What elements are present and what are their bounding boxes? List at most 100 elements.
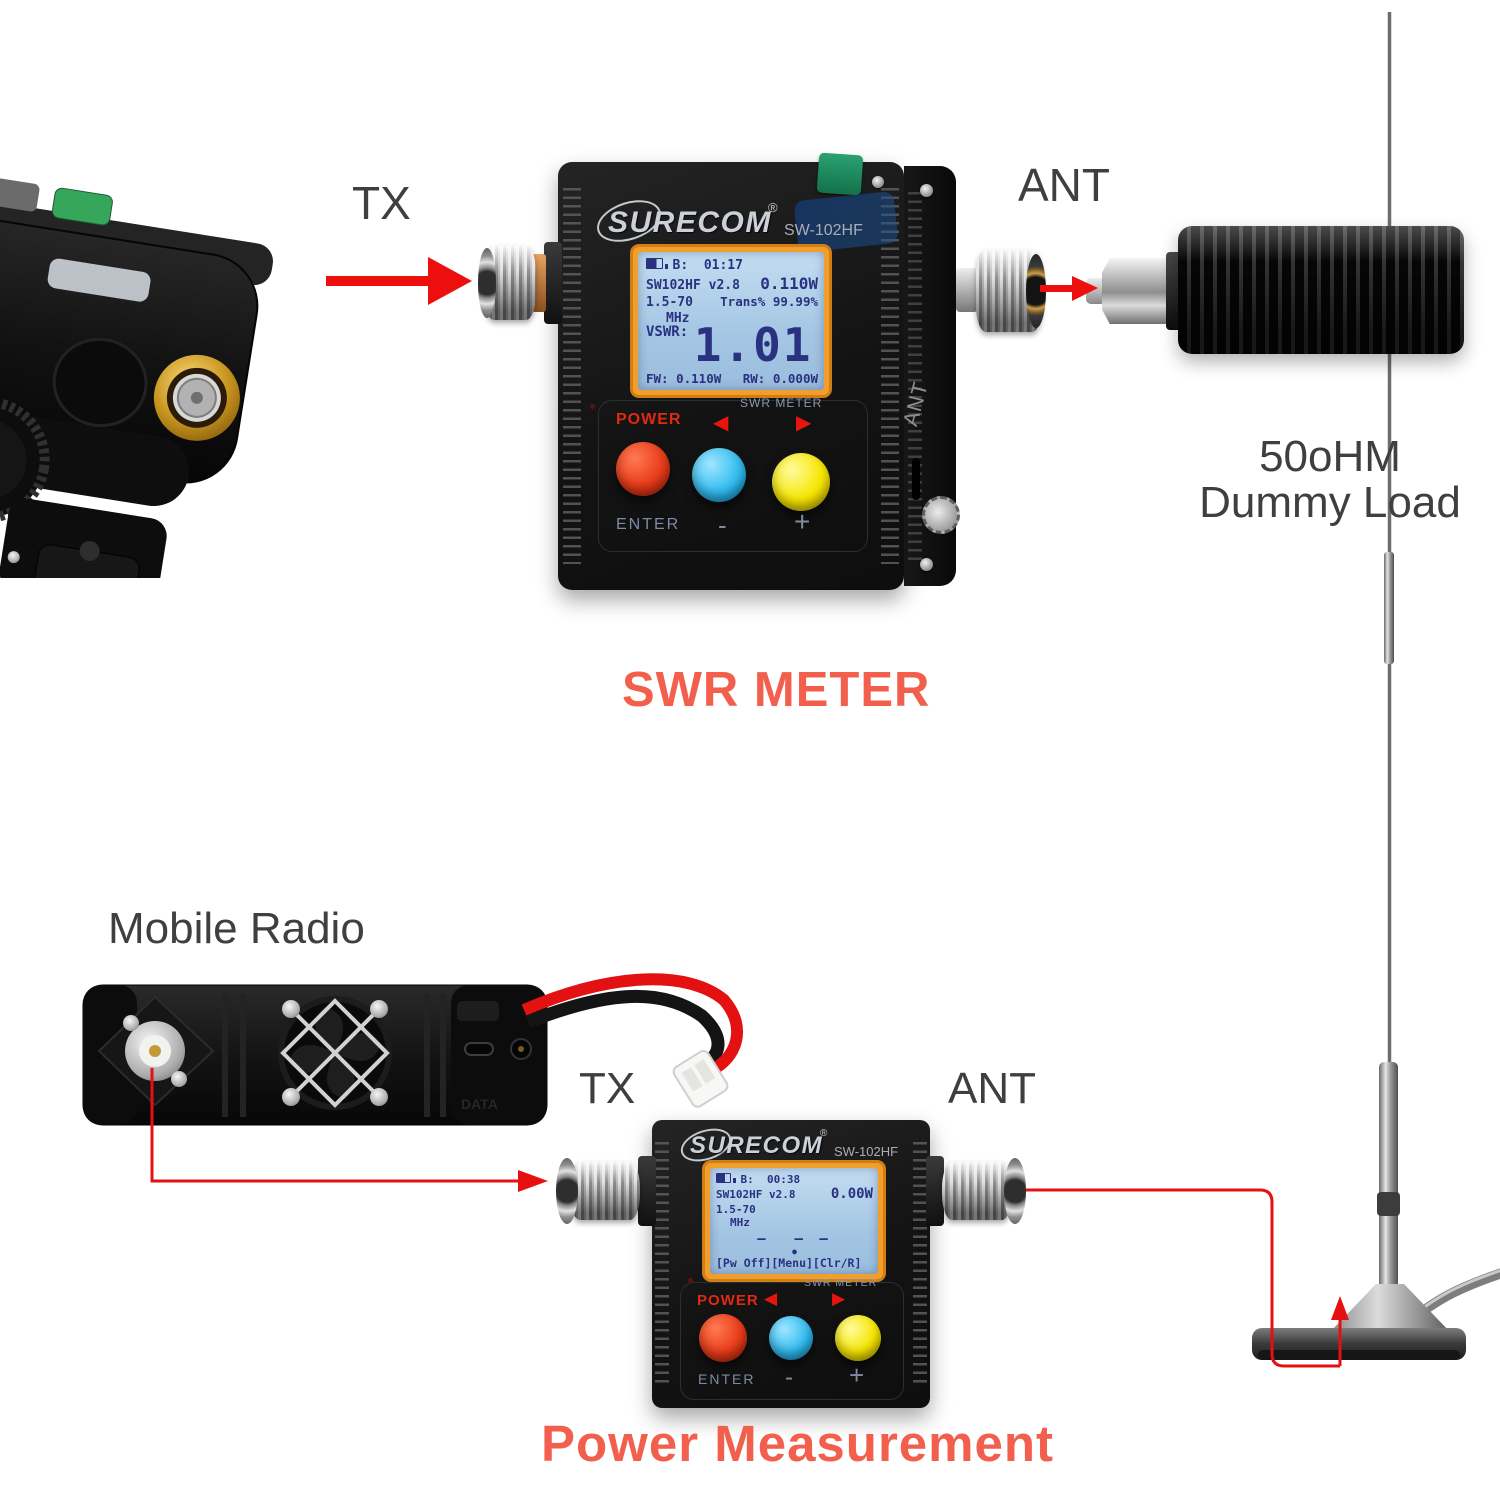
lcd-screen-bottom: B: 00:38 SW102HF v2.8 0.00W 1.5-70 MHz —… <box>710 1168 878 1274</box>
lcd-firmware: SW102HF v2.8 <box>646 277 740 293</box>
next-arrow-icon: ▶ <box>796 410 812 434</box>
lcd-mhz-bottom: MHz <box>730 1216 750 1230</box>
swr-meter-top: SURECOM ® SW-102HF B: 01:17 SW102HF v2.8… <box>478 152 1046 590</box>
cooling-fan <box>278 996 392 1110</box>
battery-label-bottom: B: <box>740 1173 754 1186</box>
fan-screw-4 <box>370 1088 388 1106</box>
battery-nub-icon <box>665 264 668 269</box>
screw-side-top <box>920 184 933 197</box>
fan-screw-1 <box>282 1000 300 1018</box>
lcd-row-mhz-b: MHz <box>716 1216 873 1229</box>
lcd-rw: RW: 0.000W <box>742 370 818 386</box>
prev-arrow-icon: ◀ <box>713 410 729 434</box>
radio-knurled-knob <box>0 396 50 523</box>
lcd-bezel-bottom: B: 00:38 SW102HF v2.8 0.00W 1.5-70 MHz —… <box>702 1160 886 1282</box>
radio-antenna-jack-icon <box>153 354 240 441</box>
lcd-menu: [Pw Off][Menu][Clr/R] <box>716 1256 862 1271</box>
status-led-bottom <box>688 1278 693 1283</box>
tx-connector-bottom <box>570 1162 640 1220</box>
power-button-label-bottom: POWER <box>697 1292 759 1309</box>
dummy-load <box>1086 226 1466 354</box>
power-latch <box>457 1001 499 1021</box>
so239-screw-2 <box>171 1071 187 1087</box>
model-number: SW-102HF <box>784 222 863 239</box>
status-led-top <box>590 404 595 409</box>
lcd-row-battery: B: 01:17 <box>646 258 818 274</box>
lcd-row-dot: ● <box>716 1248 873 1256</box>
model-number-bottom: SW-102HF <box>834 1144 899 1159</box>
minus-key-label-bottom: - <box>785 1364 795 1391</box>
green-clip <box>816 152 864 196</box>
tx-connector-opening-bottom <box>556 1158 578 1224</box>
lcd-row-battery-b: B: 00:38 <box>716 1173 873 1186</box>
brand-logo: SURECOM <box>608 206 772 239</box>
side-slot <box>912 458 920 500</box>
dummy-load-body <box>1178 226 1464 354</box>
lcd-vswr-label: VSWR: <box>646 324 689 341</box>
meter-top-fins-left <box>563 188 581 564</box>
lcd-freq-range-bottom: 1.5-70 <box>716 1202 756 1216</box>
dummy-load-label-line1: 50oHM <box>1259 432 1401 481</box>
lcd-time-bottom: 00:38 <box>767 1173 801 1186</box>
lcd-mhz: MHz <box>666 310 690 326</box>
handheld-radio <box>0 178 273 578</box>
ant-label-top: ANT <box>1018 159 1110 211</box>
antenna-mag-base-rim <box>1258 1350 1460 1360</box>
minus-button-bottom <box>769 1316 813 1360</box>
tx-connector-flange-bottom <box>638 1156 656 1226</box>
meter-top-fins-right <box>881 188 899 564</box>
battery-nub-icon-bottom <box>733 1178 736 1183</box>
battery-icon <box>646 258 663 269</box>
button-panel-outline-bottom <box>680 1282 904 1400</box>
enter-key-label-bottom: ENTER <box>698 1371 756 1387</box>
tx-connector-flange <box>544 242 562 324</box>
dummy-load-label: 50oHM Dummy Load <box>1150 432 1500 528</box>
power-measurement-caption: Power Measurement <box>541 1415 1055 1472</box>
ant-connector-bottom <box>942 1162 1012 1220</box>
tx-connector-opening <box>478 248 496 318</box>
lcd-freq-range: 1.5-70 <box>646 294 693 310</box>
lcd-row-firmware: SW102HF v2.8 0.110W <box>646 274 818 294</box>
antenna-cone <box>1330 1284 1450 1332</box>
lcd-dashes: — — — <box>757 1231 832 1248</box>
lcd-row-firmware-b: SW102HF v2.8 0.00W <box>716 1186 873 1203</box>
fan-screw-3 <box>282 1088 300 1106</box>
so239-screw-1 <box>123 1015 139 1031</box>
antenna-band <box>1377 1192 1400 1216</box>
swr-meter-caption: SWR METER <box>622 663 931 717</box>
plus-key-label: + <box>794 506 813 537</box>
lcd-watts: 0.110W <box>760 273 818 293</box>
meter-bottom-fins-left <box>655 1142 669 1386</box>
lcd-fw: FW: 0.110W <box>646 370 722 386</box>
thumbscrew <box>922 496 960 534</box>
lcd-vswr-value: 1.01 <box>693 318 813 373</box>
tx-label-top: TX <box>352 177 411 229</box>
next-arrow-icon-bottom: ▶ <box>832 1289 846 1309</box>
lcd-firmware-bottom: SW102HF v2.8 <box>716 1188 796 1202</box>
panel-swr-meter-label-bottom: SWR METER <box>804 1277 878 1289</box>
lcd-row-dashes: — — — <box>716 1231 873 1248</box>
ant-connector-flange-bottom <box>926 1156 944 1226</box>
enter-key-label: ENTER <box>616 516 681 533</box>
ant-label-bottom: ANT <box>948 1064 1036 1113</box>
panel-swr-meter-label: SWR METER <box>740 396 823 410</box>
minus-key-label: - <box>718 510 729 540</box>
radio-round-button <box>52 337 148 428</box>
radio-knob-top <box>0 419 27 500</box>
radio-clip-screw <box>79 540 100 561</box>
ant-connector-stem <box>956 268 978 312</box>
lcd-time: 01:17 <box>703 258 743 273</box>
plus-button <box>772 453 830 511</box>
power-button-label: POWER <box>616 411 682 428</box>
radio-clip-pin <box>7 551 20 564</box>
lcd-row-freq-b: 1.5-70 <box>716 1203 873 1216</box>
lcd-trans: Trans% 99.99% <box>720 293 818 309</box>
meter-top-fins-side <box>908 192 922 560</box>
power-button <box>616 442 670 496</box>
dummy-load-label-line2: Dummy Load <box>1199 478 1461 528</box>
brand-logo-bottom: SURECOM <box>690 1132 824 1159</box>
plus-key-label-bottom: + <box>849 1360 867 1390</box>
lcd-watts-bottom: 0.00W <box>830 1186 873 1203</box>
battery-icon-bottom <box>716 1173 731 1183</box>
